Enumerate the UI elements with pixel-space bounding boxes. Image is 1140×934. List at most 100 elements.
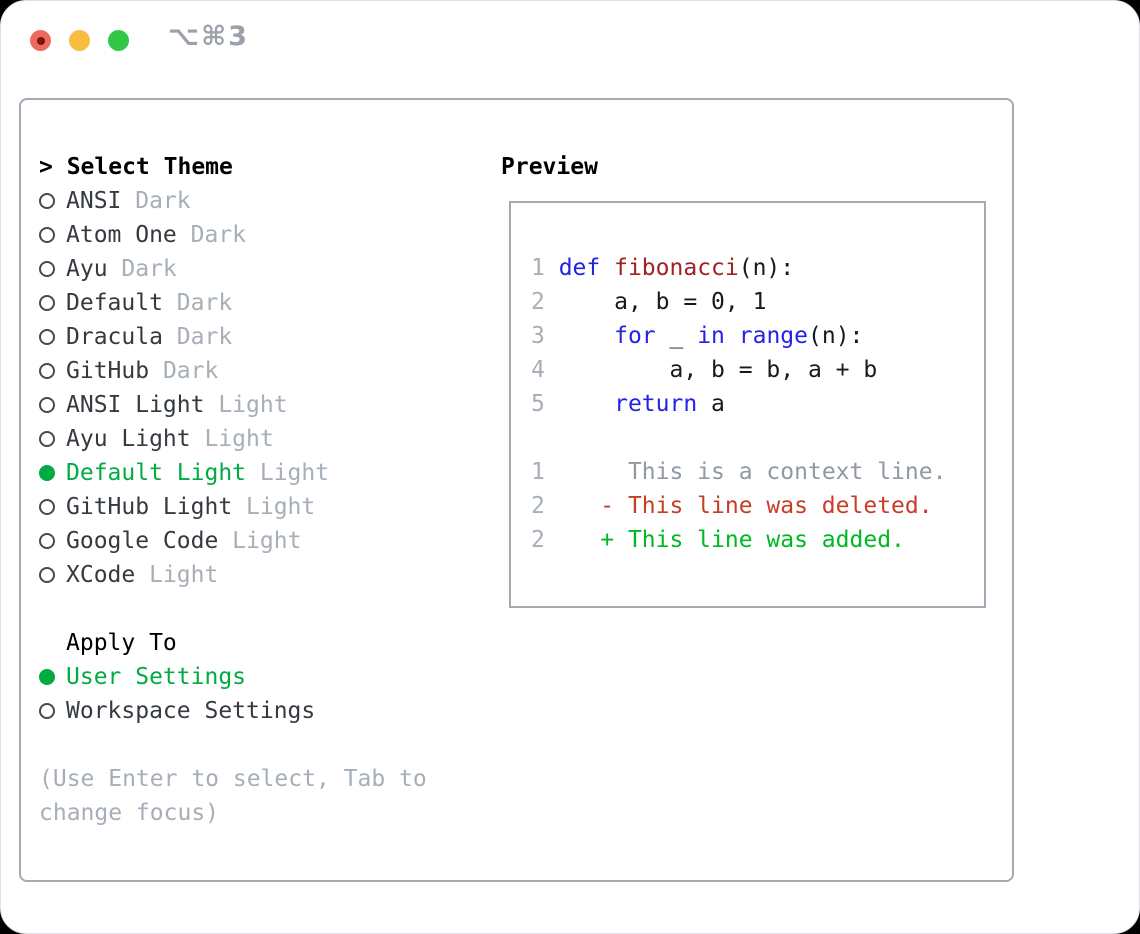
apply-to-option[interactable]: User Settings <box>39 660 427 694</box>
radio-icon <box>39 227 55 243</box>
code-segment-lineno: 2 <box>531 527 545 553</box>
code-segment-keyword: in <box>697 323 725 349</box>
unsaved-dot-icon <box>37 37 45 45</box>
item-label: ANSI Light <box>66 392 205 418</box>
select-theme-header: > Select Theme <box>39 154 233 180</box>
item-label: Google Code <box>66 528 219 554</box>
theme-item[interactable]: Ayu Light Light <box>39 422 427 456</box>
code-segment-plain <box>545 493 600 519</box>
code-segment-lineno: 1 <box>531 255 559 281</box>
theme-item[interactable]: ANSI Dark <box>39 184 427 218</box>
item-label: ANSI <box>66 188 122 214</box>
radio-icon <box>39 363 55 379</box>
item-label: Default Light <box>66 460 247 486</box>
theme-item[interactable]: Default Light Light <box>39 456 427 490</box>
theme-item[interactable]: Dracula Dark <box>39 320 427 354</box>
apply-to-header-row: Apply To <box>39 626 427 660</box>
marker-cell <box>39 422 66 456</box>
code-segment-keyword: return <box>614 391 698 417</box>
radio-icon <box>39 397 55 413</box>
item-variant-label: Dark <box>162 290 233 316</box>
theme-item[interactable]: XCode Light <box>39 558 427 592</box>
marker-cell <box>39 320 66 354</box>
marker-cell <box>39 184 66 218</box>
radio-icon <box>39 295 55 311</box>
item-label: Atom One <box>66 222 177 248</box>
code-segment-plain: (n): <box>738 255 795 281</box>
hint-line: (Use Enter to select, Tab to <box>39 766 427 792</box>
marker-cell <box>39 490 66 524</box>
marker-spacer <box>39 626 66 660</box>
item-variant-label: Dark <box>149 358 219 384</box>
apply-to-header: Apply To <box>66 630 177 656</box>
minimize-button[interactable] <box>69 30 90 51</box>
item-label: User Settings <box>66 664 247 690</box>
code-line: 4 a, b = b, a + b <box>531 353 984 387</box>
radio-selected-icon <box>39 669 55 685</box>
code-segment-plain <box>725 323 739 349</box>
marker-cell <box>39 286 66 320</box>
marker-cell <box>39 218 66 252</box>
marker-cell <box>39 660 66 694</box>
code-segment-plain <box>559 323 614 349</box>
code-segment-plain <box>545 527 600 553</box>
code-segment-plain: _ <box>655 323 698 349</box>
code-segment-context: This is a context line. <box>627 459 947 485</box>
code-segment-function: fibonacci <box>614 255 739 281</box>
close-button[interactable] <box>30 30 51 51</box>
theme-item[interactable]: Atom One Dark <box>39 218 427 252</box>
zoom-button[interactable] <box>108 30 129 51</box>
theme-item[interactable]: Default Dark <box>39 286 427 320</box>
item-label: Ayu <box>66 256 108 282</box>
code-line: 1 This is a context line. <box>531 455 984 489</box>
item-variant-label: Light <box>135 562 219 588</box>
apply-to-option[interactable]: Workspace Settings <box>39 694 427 728</box>
marker-cell <box>39 524 66 558</box>
hint-line: change focus) <box>39 800 220 826</box>
item-variant-label: Light <box>246 460 330 486</box>
theme-item[interactable]: GitHub Dark <box>39 354 427 388</box>
code-segment-lineno: 5 <box>531 391 559 417</box>
code-segment-deleted: - This line was deleted. <box>600 493 933 519</box>
theme-item[interactable]: Ayu Dark <box>39 252 427 286</box>
item-variant-label: Light <box>218 528 302 554</box>
code-segment-plain <box>559 391 614 417</box>
item-variant-label: Dark <box>162 324 233 350</box>
code-segment-lineno: 3 <box>531 323 559 349</box>
code-line: 2 a, b = 0, 1 <box>531 285 984 319</box>
code-segment-keyword: for <box>614 323 656 349</box>
code-segment-plain: (n): <box>808 323 864 349</box>
item-variant-label: Light <box>190 426 274 452</box>
theme-item[interactable]: Google Code Light <box>39 524 427 558</box>
radio-icon <box>39 533 55 549</box>
code-segment-lineno: 4 <box>531 357 559 383</box>
marker-cell <box>39 388 66 422</box>
code-segment-keyword: range <box>738 323 808 349</box>
theme-item[interactable]: GitHub Light Light <box>39 490 427 524</box>
code-segment-lineno: 2 <box>531 289 559 315</box>
item-variant-label: Dark <box>176 222 247 248</box>
item-variant-label: Light <box>232 494 316 520</box>
radio-icon <box>39 193 55 209</box>
code-line: 1 def fibonacci(n): <box>531 251 984 285</box>
theme-item[interactable]: ANSI Light Light <box>39 388 427 422</box>
marker-cell <box>39 558 66 592</box>
marker-cell <box>39 694 66 728</box>
code-line: 5 return a <box>531 387 984 421</box>
code-segment-plain <box>545 459 628 485</box>
item-variant-label: Dark <box>107 256 177 282</box>
item-label: XCode <box>66 562 136 588</box>
item-label: GitHub <box>66 358 150 384</box>
spacer <box>39 592 427 626</box>
code-segment-lineno: 1 <box>531 459 545 485</box>
code-segment-plain: a, b = b, a + b <box>558 357 878 383</box>
keyboard-hint: (Use Enter to select, Tab to change focus… <box>39 762 427 830</box>
item-variant-label: Dark <box>121 188 191 214</box>
